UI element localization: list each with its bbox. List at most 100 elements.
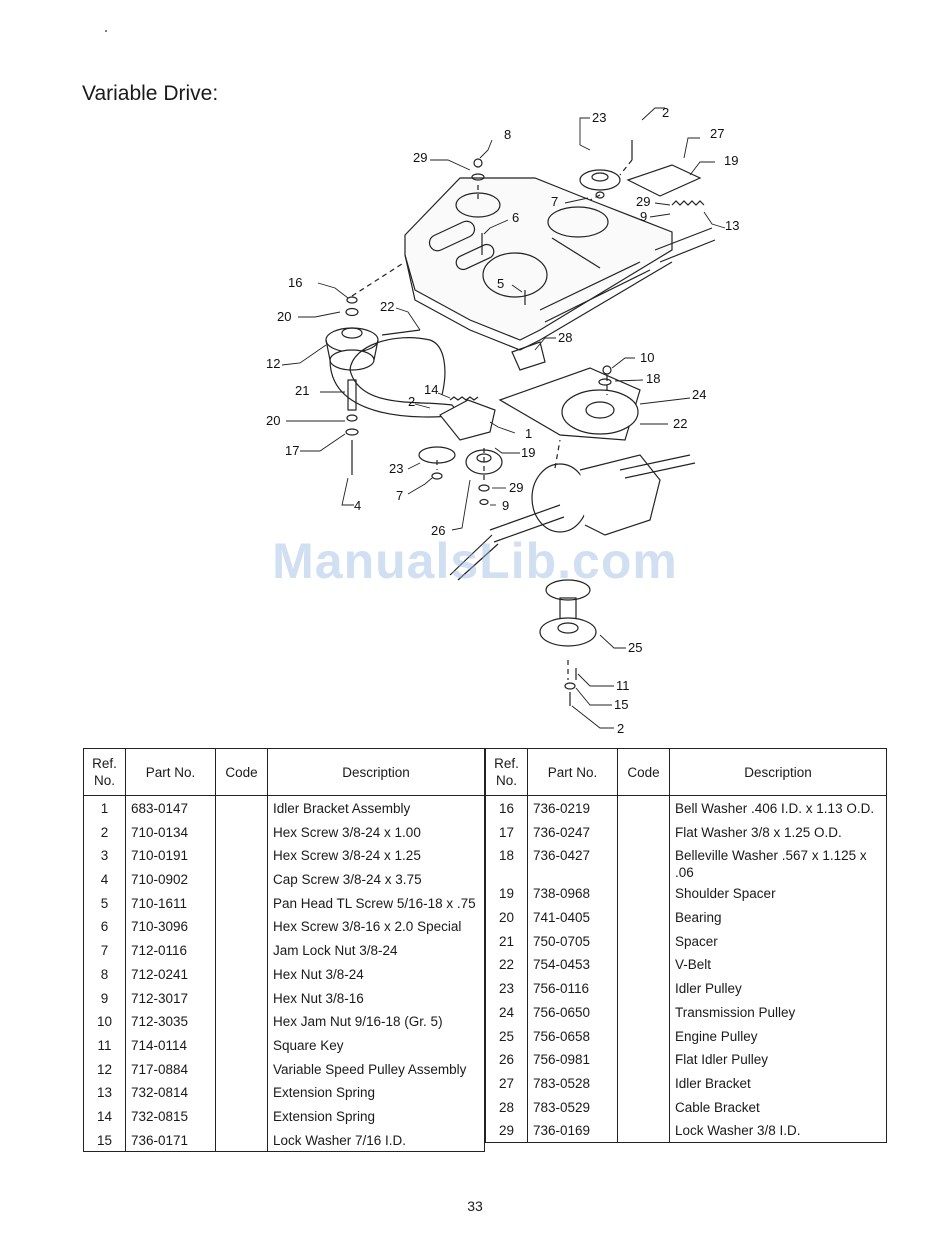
- ref-number: 3: [83, 843, 126, 868]
- callout-4: 4: [354, 498, 361, 513]
- callout-12: 12: [266, 356, 280, 371]
- part-number: 756-0116: [527, 976, 618, 1000]
- callout-27: 27: [710, 126, 724, 141]
- description: Shoulder Spacer: [669, 881, 887, 906]
- ref-number: 17: [485, 819, 528, 844]
- ref-number: 15: [83, 1127, 126, 1153]
- header-description: Description: [669, 748, 887, 796]
- description: Idler Bracket: [669, 1070, 887, 1095]
- exploded-parts-diagram: 2 23 27 8 19 29 7 29 9 13 6 16 22 5 20 2…: [266, 105, 739, 736]
- ref-number: 14: [83, 1103, 126, 1128]
- ref-number: 13: [83, 1080, 126, 1104]
- code-cell: [617, 905, 670, 929]
- callout-11: 11: [616, 678, 630, 693]
- callout-8: 8: [504, 127, 511, 142]
- part-number: 736-0171: [125, 1127, 216, 1153]
- code-cell: [617, 999, 670, 1024]
- ref-number: 24: [485, 999, 528, 1024]
- part-number: 736-0427: [527, 843, 618, 882]
- part-number: 712-0116: [125, 938, 216, 962]
- description: Lock Washer 7/16 I.D.: [267, 1127, 485, 1153]
- part-number: 710-0134: [125, 819, 216, 844]
- part-number: 710-3096: [125, 914, 216, 939]
- part-number: 736-0247: [527, 819, 618, 844]
- part-number: 756-0658: [527, 1023, 618, 1048]
- description: Hex Jam Nut 9/16-18 (Gr. 5): [267, 1009, 485, 1033]
- callout-28: 28: [558, 330, 572, 345]
- callout-7: 7: [551, 194, 558, 209]
- ref-number: 16: [485, 795, 528, 820]
- header-ref-no: Ref.No.: [83, 748, 126, 796]
- callout-6: 6: [512, 210, 519, 225]
- part-number: 712-3017: [125, 985, 216, 1010]
- description: Transmission Pulley: [669, 999, 887, 1024]
- part-number: 736-0169: [527, 1118, 618, 1143]
- part-number: 783-0528: [527, 1070, 618, 1095]
- callout-21: 21: [295, 383, 309, 398]
- header-part-no: Part No.: [125, 748, 216, 796]
- callout-13: 13: [725, 218, 739, 233]
- ref-number: 21: [485, 928, 528, 953]
- ref-number: 10: [83, 1009, 126, 1033]
- description: Hex Screw 3/8-16 x 2.0 Special: [267, 914, 485, 939]
- code-cell: [215, 867, 268, 891]
- ref-number: 29: [485, 1118, 528, 1143]
- description: Hex Screw 3/8-24 x 1.00: [267, 819, 485, 844]
- ref-number: 23: [485, 976, 528, 1000]
- ref-number: 4: [83, 867, 126, 891]
- callout-7: 7: [396, 488, 403, 503]
- code-cell: [215, 843, 268, 868]
- callout-29: 29: [509, 480, 523, 495]
- callout-5: 5: [497, 276, 504, 291]
- description: Flat Washer 3/8 x 1.25 O.D.: [669, 819, 887, 844]
- code-cell: [215, 1056, 268, 1081]
- callout-10: 10: [640, 350, 654, 365]
- callout-29: 29: [636, 194, 650, 209]
- callout-20: 20: [266, 413, 280, 428]
- watermark: ManualsLib.com: [272, 533, 678, 589]
- part-number: 754-0453: [527, 952, 618, 977]
- callout-23: 23: [389, 461, 403, 476]
- ref-number: 27: [485, 1070, 528, 1095]
- description: Idler Bracket Assembly: [267, 795, 485, 820]
- part-number: 710-1611: [125, 890, 216, 915]
- description: Engine Pulley: [669, 1023, 887, 1048]
- description: Bearing: [669, 905, 887, 929]
- callout-2: 2: [408, 394, 415, 409]
- code-cell: [215, 795, 268, 820]
- callout-2: 2: [617, 721, 624, 736]
- description: Extension Spring: [267, 1080, 485, 1104]
- callout-9: 9: [640, 209, 647, 224]
- callout-18: 18: [646, 371, 660, 386]
- part-number: 710-0902: [125, 867, 216, 891]
- header-ref-no: Ref.No.: [485, 748, 528, 796]
- part-number: 732-0814: [125, 1080, 216, 1104]
- description: Jam Lock Nut 3/8-24: [267, 938, 485, 962]
- code-cell: [617, 819, 670, 844]
- code-cell: [617, 1047, 670, 1071]
- code-cell: [617, 1070, 670, 1095]
- part-number: 714-0114: [125, 1032, 216, 1057]
- callout-9: 9: [502, 498, 509, 513]
- description: Idler Pulley: [669, 976, 887, 1000]
- callout-26: 26: [431, 523, 445, 538]
- code-cell: [617, 1094, 670, 1119]
- callout-16: 16: [288, 275, 302, 290]
